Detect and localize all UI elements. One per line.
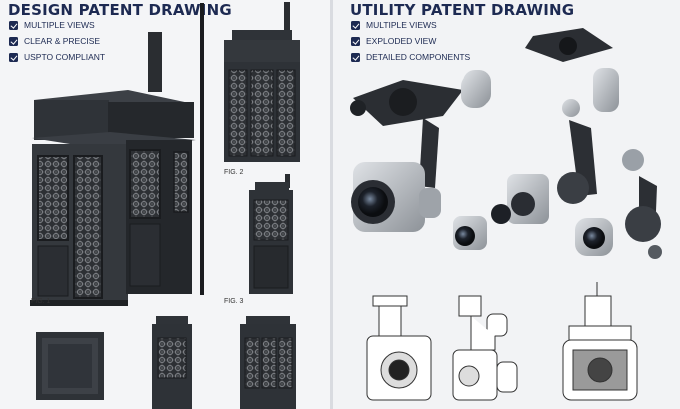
feature-label: MULTIPLE VIEWS: [366, 20, 437, 30]
feature-label: DETAILED COMPONENTS: [366, 52, 471, 62]
utility-feature-2: EXPLODED VIEW: [351, 36, 436, 46]
kiosk-perspective-illustration: [30, 32, 196, 306]
design-title: DESIGN PATENT DRAWING: [8, 1, 232, 19]
utility-patent-panel: UTILITY PATENT DRAWING MULTIPLE VIEWS EX…: [333, 0, 680, 409]
design-feature-2: CLEAR & PRECISE: [9, 36, 100, 46]
kiosk-side-view-illustration: [249, 174, 293, 294]
check-icon: [351, 52, 360, 62]
kiosk-rear-view-illustration: [152, 316, 192, 409]
check-icon: [9, 52, 18, 62]
gimbal-exploded-illustration: [453, 28, 662, 259]
gimbal-section-line-drawing: [562, 282, 638, 401]
feature-label: MULTIPLE VIEWS: [24, 20, 95, 30]
kiosk-top-view-illustration: [36, 332, 104, 400]
pole-illustration: [200, 3, 204, 295]
feature-label: EXPLODED VIEW: [366, 36, 437, 46]
utility-title: UTILITY PATENT DRAWING: [350, 1, 575, 19]
gimbal-front-line-drawing: [366, 295, 432, 401]
design-patent-panel: DESIGN PATENT DRAWING MULTIPLE VIEWS CLE…: [0, 0, 330, 409]
figure-label-3: FIG. 3: [224, 298, 244, 305]
figure-label-2: FIG. 2: [224, 169, 244, 176]
check-icon: [9, 36, 18, 46]
design-feature-3: USPTO COMPLIANT: [9, 52, 105, 62]
gimbal-side-line-drawing: [452, 295, 518, 401]
utility-feature-1: MULTIPLE VIEWS: [351, 20, 437, 30]
utility-feature-3: DETAILED COMPONENTS: [351, 52, 470, 62]
feature-label: CLEAR & PRECISE: [24, 36, 101, 46]
check-icon: [351, 36, 360, 46]
design-feature-1: MULTIPLE VIEWS: [9, 20, 95, 30]
figure-label-1: FIG. 1: [31, 298, 51, 305]
check-icon: [9, 20, 18, 30]
check-icon: [351, 20, 360, 30]
kiosk-front-view-illustration: [224, 2, 300, 162]
feature-label: USPTO COMPLIANT: [24, 52, 106, 62]
panel-divider: [330, 0, 333, 409]
kiosk-left-view-illustration: [240, 316, 296, 409]
